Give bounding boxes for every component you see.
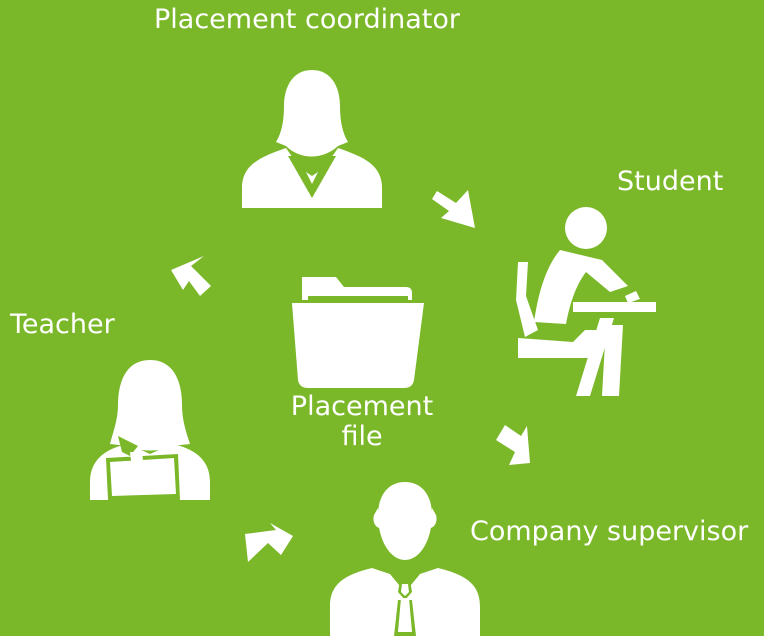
arrow-supervisor-to-teacher-icon <box>245 523 293 562</box>
student-label: Student <box>617 166 724 197</box>
student-icon <box>516 207 656 396</box>
center-file-label-line-2: file <box>341 421 383 452</box>
coordinator-label: Placement coordinator <box>154 4 460 35</box>
teacher-label: Teacher <box>10 309 115 340</box>
coordinator-icon <box>242 70 382 208</box>
center-file-label-line-1: Placement <box>290 391 434 422</box>
teacher-icon <box>90 360 210 500</box>
arrow-student-to-supervisor-icon <box>496 425 530 465</box>
supervisor-label: Company supervisor <box>470 516 749 547</box>
arrow-coordinator-to-student-icon <box>432 190 475 228</box>
folder-icon <box>292 277 424 388</box>
arrow-teacher-to-coordinator-icon <box>171 256 211 296</box>
center-file-label: Placement file <box>262 392 462 452</box>
supervisor-icon <box>330 482 480 636</box>
